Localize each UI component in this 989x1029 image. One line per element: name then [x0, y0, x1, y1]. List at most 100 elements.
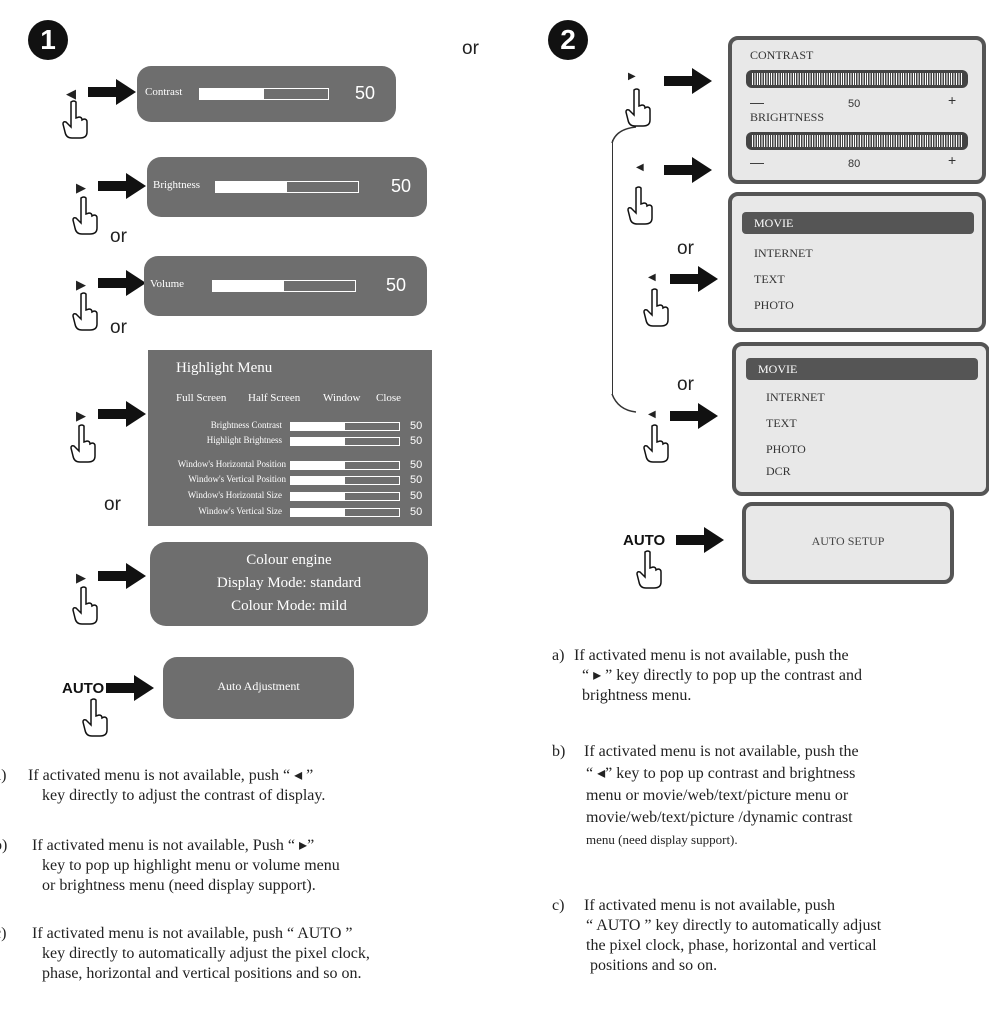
highlight-row-bar — [290, 508, 400, 517]
highlight-row-bar — [290, 461, 400, 470]
right-note-b: b) If activated menu is not available, p… — [530, 742, 980, 847]
arrow-icon — [98, 173, 146, 199]
highlight-row-label: Window's Vertical Position — [188, 474, 286, 484]
contrast-label: Contrast — [145, 86, 183, 98]
note-line: “ ◂” key to pop up contrast and brightne… — [586, 765, 856, 782]
colour-engine-osd: Colour engine Display Mode: standard Col… — [150, 542, 428, 626]
left-key-icon: ◀ — [636, 162, 644, 173]
or-label-top: or — [462, 38, 479, 59]
note-letter: a) — [552, 647, 565, 664]
or-label: or — [677, 238, 694, 259]
right-key-icon: ▶ — [628, 71, 636, 82]
hand-pointer-icon — [82, 698, 108, 737]
auto-setup-panel: AUTO SETUP — [742, 502, 954, 584]
arrow-icon — [664, 157, 712, 183]
highlight-row-label: Brightness Contrast — [210, 420, 282, 430]
highlight-option-full-screen: Full Screen — [176, 392, 227, 404]
arrow-icon — [670, 266, 718, 292]
left-note-b: b) If activated menu is not available, P… — [0, 836, 470, 898]
hand-pointer-icon — [643, 288, 669, 327]
right-note-a: a) If activated menu is not available, p… — [530, 646, 980, 708]
menu-item[interactable]: PHOTO — [754, 298, 794, 312]
hand-pointer-icon — [72, 586, 98, 625]
note-line: the pixel clock, phase, horizontal and v… — [586, 937, 877, 954]
note-letter: a) — [0, 767, 7, 784]
picture-mode-menu-panel: MOVIE INTERNET TEXT PHOTO — [728, 192, 986, 332]
note-line: “ AUTO ” key directly to automatically a… — [586, 917, 882, 934]
right-key-icon: ▶ — [76, 278, 86, 293]
highlight-row-bar — [290, 476, 400, 485]
hand-pointer-icon — [636, 550, 662, 589]
menu-item[interactable]: INTERNET — [766, 390, 825, 404]
volume-label: Volume — [150, 278, 185, 290]
brightness-panel-value: 80 — [848, 158, 861, 170]
brightness-bar — [215, 181, 359, 193]
left-key-icon: ◀ — [66, 87, 76, 102]
or-label: or — [110, 317, 127, 338]
volume-bar — [212, 280, 356, 292]
contrast-panel-value: 50 — [848, 98, 861, 110]
menu-item-selected[interactable]: MOVIE — [742, 212, 974, 234]
or-label: or — [104, 494, 121, 515]
contrast-panel-label: CONTRAST — [750, 48, 814, 62]
menu-item-selected[interactable]: MOVIE — [746, 358, 978, 380]
volume-osd: Volume 50 — [144, 256, 427, 316]
left-key-icon: ◀ — [648, 409, 656, 420]
menu-item[interactable]: PHOTO — [766, 442, 806, 456]
highlight-row-bar — [290, 437, 400, 446]
volume-value: 50 — [386, 275, 407, 295]
contrast-value: 50 — [355, 83, 376, 103]
auto-adjustment-osd: Auto Adjustment — [163, 657, 354, 719]
hand-pointer-icon — [72, 196, 98, 235]
note-line: or brightness menu (need display support… — [42, 877, 316, 894]
bracket-line — [612, 140, 613, 395]
or-label: or — [677, 374, 694, 395]
hand-pointer-icon — [627, 186, 653, 225]
plus-icon: + — [948, 152, 957, 168]
highlight-row-label: Highlight Brightness — [206, 435, 282, 445]
brightness-panel-label: BRIGHTNESS — [750, 110, 825, 124]
menu-item[interactable]: TEXT — [754, 272, 785, 286]
arrow-icon — [676, 527, 724, 553]
step-two-badge: 2 — [548, 20, 588, 60]
arrow-icon — [98, 401, 146, 427]
note-line: “ ▸ ” key directly to pop up the contras… — [582, 667, 862, 684]
left-note-a: a) If activated menu is not available, p… — [0, 766, 470, 806]
plus-icon: + — [948, 92, 957, 108]
bracket-curve-top — [611, 126, 637, 144]
brightness-label: Brightness — [153, 179, 201, 191]
highlight-row-value: 50 — [410, 506, 423, 518]
note-line: If activated menu is not available, push — [584, 897, 836, 914]
note-line: movie/web/text/picture /dynamic contrast — [586, 809, 853, 826]
or-label: or — [110, 226, 127, 247]
hand-pointer-icon — [70, 424, 96, 463]
highlight-row-value: 50 — [410, 459, 423, 471]
note-line: key directly to automatically adjust the… — [42, 945, 370, 962]
hand-pointer-icon — [62, 100, 88, 139]
arrow-icon — [664, 68, 712, 94]
brightness-level-bar — [746, 132, 968, 150]
note-line: If activated menu is not available, push… — [32, 925, 353, 942]
arrow-icon — [98, 563, 146, 589]
note-line: brightness menu. — [582, 687, 692, 704]
menu-item[interactable]: DCR — [766, 464, 791, 478]
highlight-option-window: Window — [323, 392, 361, 404]
minus-icon: — — [750, 94, 764, 110]
right-key-icon: ▶ — [76, 571, 86, 586]
note-letter: b) — [552, 743, 566, 760]
colour-engine-title: Colour engine — [246, 552, 332, 568]
menu-item[interactable]: INTERNET — [754, 246, 813, 260]
menu-item[interactable]: TEXT — [766, 416, 797, 430]
note-line: key to pop up highlight menu or volume m… — [42, 857, 340, 874]
highlight-row-bar — [290, 422, 400, 431]
minus-icon: — — [750, 154, 764, 170]
arrow-icon — [88, 79, 136, 105]
left-note-c: c) If activated menu is not available, p… — [0, 924, 480, 986]
highlight-menu-title: Highlight Menu — [176, 360, 273, 376]
highlight-row-value: 50 — [410, 420, 423, 432]
hand-pointer-icon — [643, 424, 669, 463]
highlight-row-value: 50 — [410, 490, 423, 502]
highlight-menu-osd: Highlight Menu Full Screen Half Screen W… — [148, 350, 432, 526]
right-key-icon: ▶ — [76, 409, 86, 424]
auto-key-label: AUTO — [62, 680, 105, 697]
